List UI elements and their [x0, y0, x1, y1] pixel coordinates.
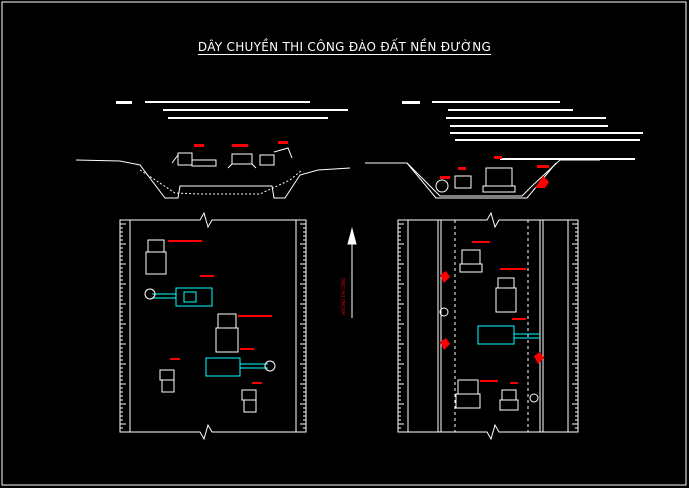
right-plan-markers: [439, 307, 539, 403]
right-notes: [402, 101, 643, 160]
truck-2: [215, 313, 239, 353]
direction-arrow: [347, 227, 357, 318]
left-notes: [116, 101, 348, 119]
right-plan-scale: [398, 223, 578, 429]
grader: [459, 249, 483, 273]
left-cross-section: [75, 147, 351, 199]
direction-label: HƯỚNG THI CÔNG: [341, 278, 346, 315]
truck-3: [495, 277, 517, 313]
right-plan-tags: [440, 241, 544, 384]
right-section-tags: [440, 156, 549, 188]
right-plan: [397, 211, 579, 441]
roller-4: [499, 389, 519, 411]
excavator-2: [205, 357, 268, 377]
excavator-3: [477, 325, 540, 345]
roller-2: [241, 389, 257, 413]
roller-3: [455, 379, 481, 409]
left-plan: [119, 211, 307, 441]
drawing-title: DÂY CHUYỀN THI CÔNG ĐÀO ĐẤT NỀN ĐƯỜNG: [197, 40, 492, 54]
truck-1: [145, 239, 167, 275]
roller-1: [159, 369, 175, 393]
left-plan-tags: [168, 240, 272, 384]
left-section-tags: [194, 141, 288, 147]
left-plan-scale: [120, 223, 306, 429]
excavator-1: [152, 287, 213, 307]
right-cross-section: [365, 159, 600, 199]
